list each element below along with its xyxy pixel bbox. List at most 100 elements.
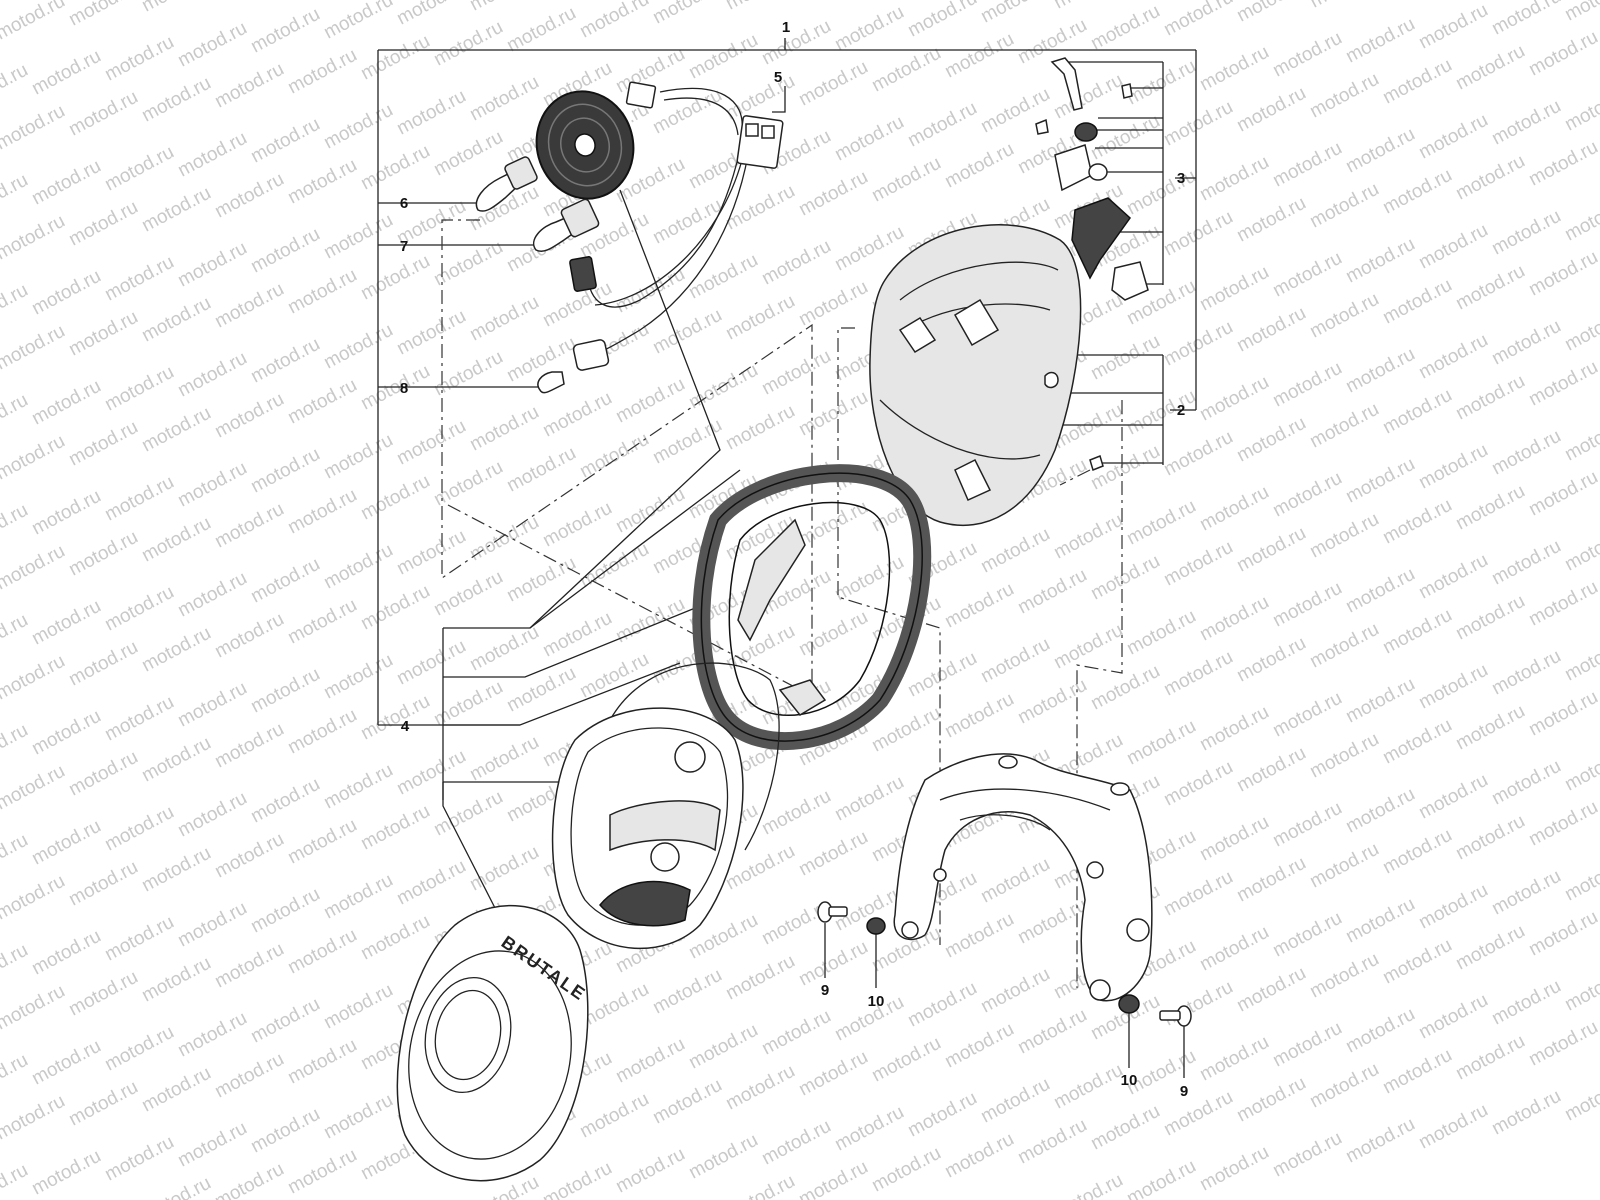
watermark-text: motod.ru [1379,55,1455,109]
watermark-text: motod.ru [1196,922,1272,976]
watermark-text: motod.ru [1561,742,1600,796]
callout-1: 1 [782,19,790,36]
watermark-text: motod.ru [685,1130,761,1184]
callout-9b: 9 [1180,1083,1188,1100]
watermark-text: motod.ru [1050,620,1126,674]
watermark-text: motod.ru [101,912,177,966]
watermark-text: motod.ru [65,417,141,471]
watermark-text: motod.ru [1452,701,1528,755]
watermark-text: motod.ru [904,648,980,702]
watermark-text: motod.ru [101,802,177,856]
watermark-text: motod.ru [977,634,1053,688]
watermark-text: motod.ru [1525,1017,1600,1071]
watermark-text: motod.ru [722,71,798,125]
watermark-text: motod.ru [1306,839,1382,893]
watermark-text: motod.ru [1415,880,1491,934]
watermark-text: motod.ru [284,815,360,869]
leader-lines [377,38,1197,1078]
watermark-text: motod.ru [0,321,69,375]
watermark-text: motod.ru [101,582,177,636]
watermark-text: motod.ru [357,801,433,855]
watermark-text: motod.ru [1269,1018,1345,1072]
watermark-text: motod.ru [28,376,104,430]
watermark-text: motod.ru [1050,70,1126,124]
bulb-7-parts [533,198,600,292]
watermark-text: motod.ru [503,3,579,57]
watermark-text: motod.ru [1488,866,1564,920]
watermark-text: motod.ru [1196,152,1272,206]
watermark-text: motod.ru [539,608,615,662]
watermark-text: motod.ru [101,362,177,416]
watermark-text: motod.ru [1561,852,1600,906]
watermark-text: motod.ru [904,0,980,41]
watermark-text: motod.ru [357,31,433,85]
watermark-text: motod.ru [138,403,214,457]
watermark-text: motod.ru [1306,509,1382,563]
watermark-text: motod.ru [466,72,542,126]
watermark-text: motod.ru [101,1022,177,1076]
screw-long [1050,57,1083,111]
watermark-text: motod.ru [941,689,1017,743]
watermark-text: motod.ru [1233,633,1309,687]
watermark-text: motod.ru [1561,0,1600,25]
watermark-text: motod.ru [466,0,542,15]
watermark-text: motod.ru [1014,895,1090,949]
watermark-text: motod.ru [393,306,469,360]
watermark-text: motod.ru [320,760,396,814]
watermark-text: motod.ru [795,277,871,331]
watermark-text: motod.ru [795,1047,871,1101]
watermark-text: motod.ru [466,732,542,786]
watermark-text: motod.ru [65,307,141,361]
watermark-text: motod.ru [0,761,69,815]
watermark-text: motod.ru [138,733,214,787]
watermark-text: motod.ru [320,320,396,374]
bulb-8-socket [572,339,610,371]
watermark-text: motod.ru [430,677,506,731]
watermark-text: motod.ru [1342,784,1418,838]
watermark-text: motod.ru [1160,1087,1236,1141]
watermark-text: motod.ru [1160,0,1236,40]
callout-4: 4 [401,718,410,735]
watermark-text: motod.ru [1014,1005,1090,1059]
watermark-text: motod.ru [1452,151,1528,205]
watermark-text: motod.ru [138,183,214,237]
watermark-text: motod.ru [1269,908,1345,962]
watermark-text: motod.ru [138,293,214,347]
watermark-text: motod.ru [1488,1086,1564,1140]
watermark-text: motod.ru [1342,344,1418,398]
watermark-text: motod.ru [1306,69,1382,123]
watermark-text: motod.ru [174,678,250,732]
watermark-text: motod.ru [1306,289,1382,343]
watermark-text: motod.ru [831,2,907,56]
watermark-text: motod.ru [1269,138,1345,192]
watermark-text: motod.ru [1123,1156,1199,1200]
watermark-text: motod.ru [174,1008,250,1062]
watermark-text: motod.ru [1452,811,1528,865]
watermark-text: motod.ru [576,0,652,42]
watermark-text: motod.ru [722,951,798,1005]
watermark-text: motod.ru [1525,907,1600,961]
watermark-text: motod.ru [977,1074,1053,1128]
watermark-text: motod.ru [795,1157,871,1200]
bulb-6-parts [475,156,538,212]
watermark-text: motod.ru [941,909,1017,963]
watermark-text: motod.ru [941,1019,1017,1073]
watermark-text: motod.ru [1233,1073,1309,1127]
watermark-text: motod.ru [430,127,506,181]
watermark-text: motod.ru [1196,1032,1272,1086]
watermark-text: motod.ru [1050,510,1126,564]
watermark-text: motod.ru [831,1102,907,1156]
watermark-text: motod.ru [1306,619,1382,673]
watermark-text: motod.ru [1379,605,1455,659]
watermark-text: motod.ru [1269,1128,1345,1182]
watermark-text: motod.ru [393,0,469,29]
watermark-text: motod.ru [65,527,141,581]
watermark-text: motod.ru [1488,96,1564,150]
watermark-text: motod.ru [1160,537,1236,591]
watermark-text: motod.ru [503,553,579,607]
callout-3: 3 [1177,170,1185,187]
watermark-text: motod.ru [1014,15,1090,69]
watermark-text: motod.ru [1415,440,1491,494]
watermark-text: motod.ru [1306,0,1382,12]
watermark-text: motod.ru [1342,564,1418,618]
